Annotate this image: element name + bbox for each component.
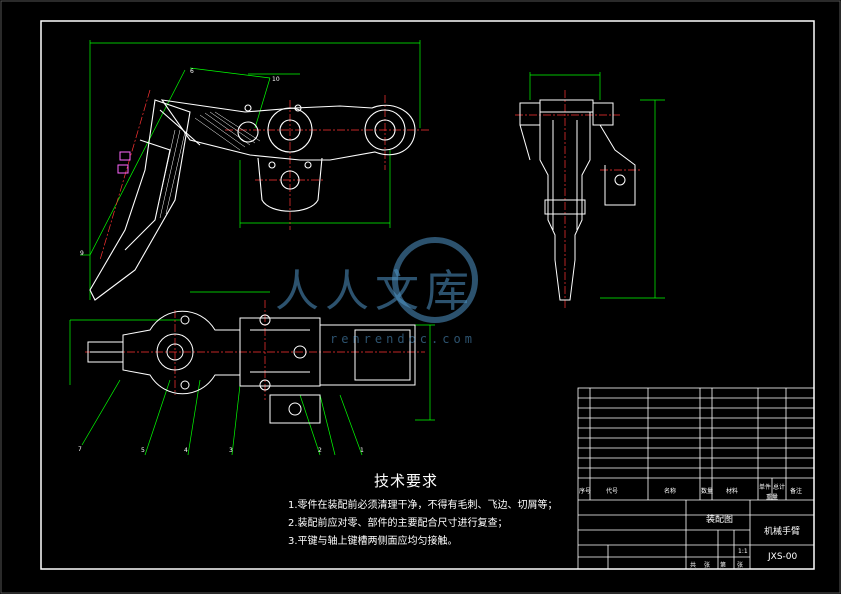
title-block [577,387,815,570]
main-view [80,40,430,301]
header-label-unit: 单件 [759,484,772,491]
side-view [515,72,665,310]
leader-label: 3 [229,447,233,454]
technical-requirements: 技术要求 1.零件在装配前必须清理干净，不得有毛刺、飞边、切屑等； 2.装配前应… [288,470,588,553]
header-label-name: 名称 [664,488,677,495]
watermark-url: renrendoc.com [330,332,476,346]
header-label-index: 序号 [579,488,592,495]
header-label-material: 材料 [726,488,739,495]
sheet-label: 张 [737,562,744,569]
header-label-remark: 备注 [790,488,803,495]
scale-value: 1:1 [738,548,748,555]
header-label-qty: 数量 [701,488,714,495]
watermark-text: 人人文库 [275,266,475,317]
leader-label: 5 [141,447,145,454]
header-label-code: 代号 [606,488,619,495]
drawing-title: 机械手臂 [764,527,801,537]
leader-label: 9 [80,250,84,257]
leader-label: 4 [184,447,188,454]
sheet-label: 第 [720,562,727,569]
requirement-item: 1.零件在装配前必须清理干净，不得有毛刺、飞边、切屑等； [288,500,558,511]
leader-label: 10 [272,76,280,83]
leader-label: 7 [78,446,82,453]
header-label-weight: 重量 [766,494,779,501]
header-label-total: 总计 [773,484,786,491]
requirement-item: 3.平键与轴上键槽两侧面应均匀接触。 [288,536,458,547]
leader-label: 6 [190,68,194,75]
watermark-logo-icon [392,237,478,323]
sheet-label: 张 [704,562,711,569]
plan-view [69,291,435,456]
sheet-frame [40,20,815,570]
leader-label: 1 [360,447,364,454]
drawing-number: JXS-00 [768,552,798,562]
sheet-label: 共 [690,562,697,569]
technical-requirements-title: 技术要求 [374,472,439,490]
assembly-label: 装配图 [706,515,734,525]
leader-label: 2 [318,447,322,454]
requirement-item: 2.装配前应对零、部件的主要配合尺寸进行复查； [288,518,508,529]
